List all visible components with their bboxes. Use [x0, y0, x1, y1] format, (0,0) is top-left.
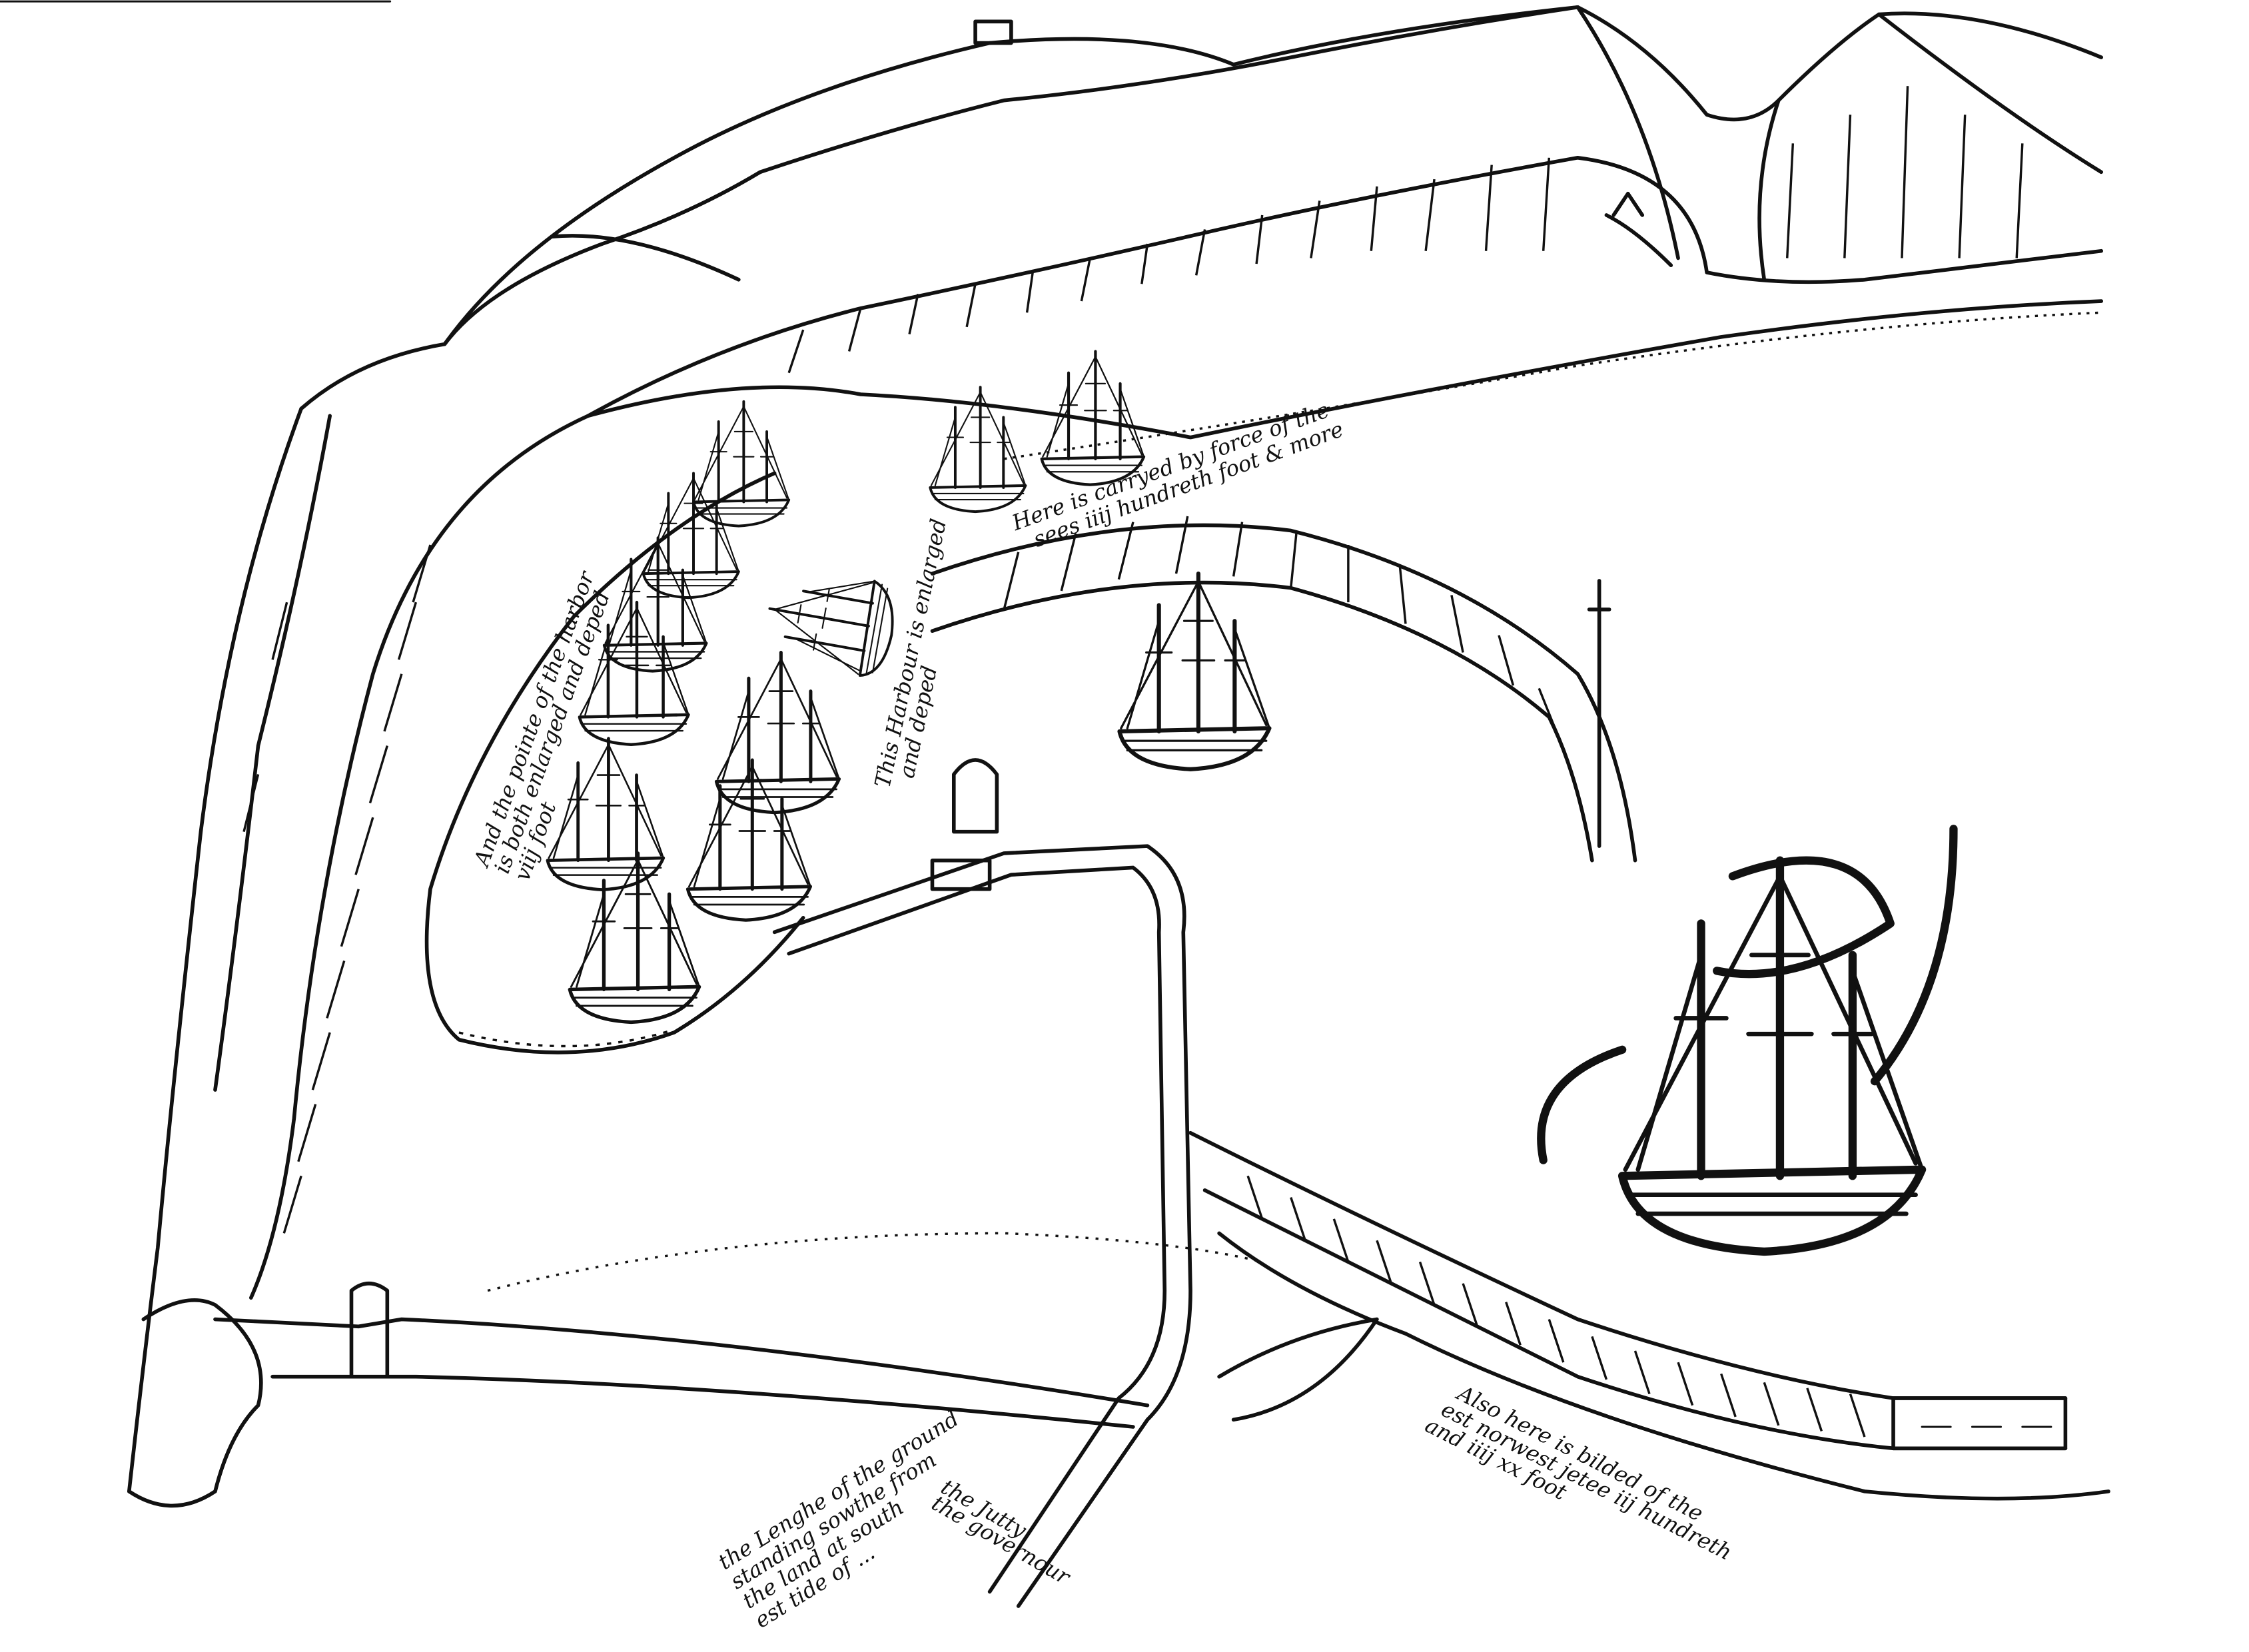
- center-jetty: [772, 758, 1192, 1608]
- cliffs: [127, 5, 2104, 1508]
- annotation-jetty-built: Also here is bilded of the est norwest j…: [1421, 1380, 1736, 1565]
- annotation-line: Here is carryed by force of the: [1008, 397, 1332, 536]
- ship: [1042, 351, 1144, 484]
- ship: [1119, 574, 1269, 769]
- ships: [548, 351, 1958, 1252]
- ship: [548, 739, 664, 890]
- annotation-line: est norwest jetee iij hundreth: [1437, 1396, 1735, 1565]
- ship: [570, 853, 699, 1023]
- inner-basin: [424, 471, 805, 1054]
- shore-shingle: [487, 299, 2104, 1292]
- annotation-point-of-harbour: And the pointe of the harbor is both enl…: [468, 566, 615, 884]
- south-breakwater: [1188, 1130, 2110, 1501]
- ship: [716, 653, 839, 813]
- large-carrack: [1537, 825, 1958, 1252]
- north-pier: [930, 516, 1637, 863]
- ship: [687, 760, 810, 920]
- west-wall: [213, 1281, 1379, 1429]
- ship: [604, 538, 706, 671]
- annotation-jutty: the Jutty the governour: [927, 1474, 1076, 1591]
